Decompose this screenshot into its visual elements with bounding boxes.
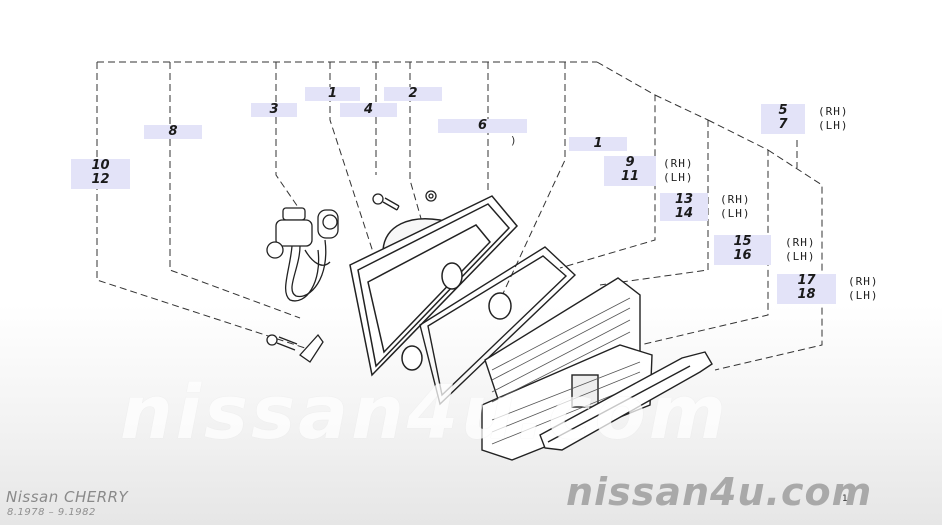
callout-17-18-text: 17 18 bbox=[797, 273, 816, 302]
lamp-finisher bbox=[539, 351, 713, 451]
callout-5-7-text: 5 7 bbox=[778, 103, 788, 132]
screws bbox=[266, 190, 437, 351]
callout-3: 3 bbox=[251, 103, 297, 117]
callout-4: 4 bbox=[340, 103, 397, 117]
callout-2: 2 bbox=[384, 87, 442, 101]
callout-15-16-text: 15 16 bbox=[733, 234, 752, 263]
callout-15-16: 15 16 bbox=[714, 235, 771, 265]
callout-9-11-text: 9 11 bbox=[620, 155, 640, 184]
callout-1: 1 bbox=[305, 87, 360, 101]
lamp-housing bbox=[349, 195, 519, 377]
side-rh-9: (RH) bbox=[663, 157, 694, 170]
callout-13-14-text: 13 14 bbox=[674, 192, 694, 221]
callout-6: 6 bbox=[438, 119, 527, 133]
side-rh-13: (RH) bbox=[720, 193, 751, 206]
side-lh-11: (LH) bbox=[663, 171, 694, 184]
side-lh-14: (LH) bbox=[720, 207, 751, 220]
callout-5-7: 5 7 bbox=[761, 104, 805, 134]
watermark: nissan4u.com bbox=[120, 370, 729, 456]
side-lh-18: (LH) bbox=[848, 289, 879, 302]
site-logo-text: nissan4u.com bbox=[566, 470, 873, 514]
model-dates: 8.1978 – 9.1982 bbox=[7, 507, 96, 518]
side-lh-7: (LH) bbox=[818, 119, 849, 132]
callout-1-b: 1 bbox=[569, 137, 627, 151]
callout-13-14: 13 14 bbox=[660, 193, 708, 221]
side-rh-17: (RH) bbox=[848, 275, 879, 288]
callout-9-11: 9 11 bbox=[604, 156, 656, 186]
side-lh-16: (LH) bbox=[785, 250, 816, 263]
paren-mark: ) bbox=[511, 134, 515, 147]
page-number: 1 bbox=[842, 494, 848, 504]
side-rh-5: (RH) bbox=[818, 105, 849, 118]
svg-text:): ) bbox=[511, 134, 515, 147]
callout-8: 8 bbox=[144, 125, 202, 139]
bulb-socket-harness bbox=[266, 207, 339, 302]
side-rh-15: (RH) bbox=[785, 236, 816, 249]
model-name: Nissan CHERRY bbox=[6, 488, 129, 506]
callout-10-12: 10 12 bbox=[71, 159, 130, 189]
lamp-gasket bbox=[419, 246, 577, 406]
lamp-lens bbox=[481, 277, 653, 461]
callout-10-12-text: 10 12 bbox=[91, 158, 110, 187]
clip-bracket bbox=[299, 333, 324, 363]
callout-17-18: 17 18 bbox=[777, 274, 836, 304]
